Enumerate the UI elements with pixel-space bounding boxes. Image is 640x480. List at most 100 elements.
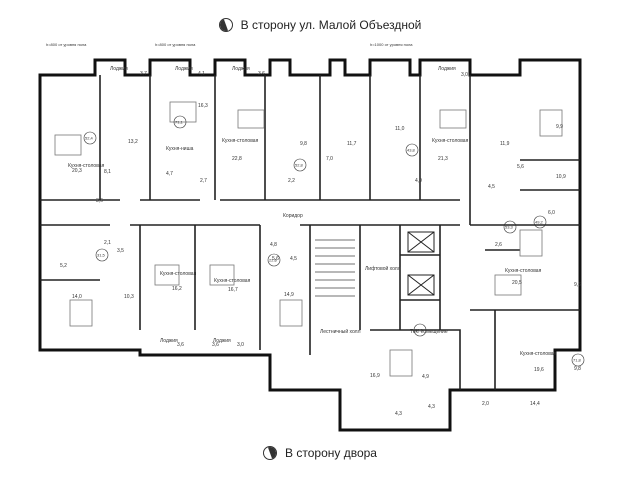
stair-hall-label: Лестничный холл bbox=[320, 328, 361, 335]
area-label: 4,3 bbox=[395, 411, 402, 417]
area-label: 19,6 bbox=[534, 367, 544, 373]
apartment-total-label: 71,8 bbox=[573, 358, 582, 363]
area-label: 9,8 bbox=[574, 366, 581, 372]
direction-bottom-label: В сторону двора bbox=[285, 446, 377, 460]
apartment-total-label: 31,5 bbox=[97, 253, 106, 258]
area-label: 9,9 bbox=[556, 124, 563, 130]
area-label: 16,3 bbox=[198, 103, 208, 109]
direction-top-label: В сторону ул. Малой Объездной bbox=[240, 18, 422, 32]
area-label: 4,8 bbox=[270, 242, 277, 248]
area-label: 16,7 bbox=[228, 287, 238, 293]
lodzhia-label-1: Лоджия bbox=[110, 66, 128, 72]
stair-steps bbox=[315, 239, 355, 297]
apartment-total-badge bbox=[503, 220, 517, 234]
apartment-total-label: 53,3 bbox=[505, 225, 514, 230]
compass-icon bbox=[263, 446, 278, 460]
area-label: 4,9 bbox=[422, 374, 429, 380]
elevation-note-1: h=800 от уровня пола bbox=[46, 42, 87, 47]
area-label: 2,0 bbox=[482, 401, 489, 407]
direction-bottom: В сторону двора bbox=[0, 446, 640, 460]
kitchen-label-5: Кухня-столовая bbox=[214, 278, 251, 284]
area-label: 3,7 bbox=[140, 71, 147, 77]
area-label: 11,9 bbox=[500, 141, 510, 147]
kitchen-label-1: Кухня-столовая bbox=[68, 163, 105, 169]
apartment-total-badge bbox=[571, 353, 585, 367]
area-label: 4,5 bbox=[488, 184, 495, 190]
area-label: 4,1 bbox=[198, 71, 205, 77]
lodzhia-label-3: Лоджия bbox=[232, 66, 250, 72]
area-label: 3,0 bbox=[237, 342, 244, 348]
area-label: 7,0 bbox=[326, 156, 333, 162]
apartment-total-badge bbox=[293, 158, 307, 172]
area-label: 22,8 bbox=[232, 156, 242, 162]
apartment-total-badge bbox=[533, 215, 547, 229]
area-label: 3,0 bbox=[461, 72, 468, 78]
tech-room-label: Тех. помещение bbox=[410, 329, 448, 335]
area-label: 16,2 bbox=[172, 286, 182, 292]
area-label: 21,3 bbox=[438, 156, 448, 162]
kitchen-label-7: Кухня-столовая bbox=[520, 351, 557, 357]
area-label: 5,6 bbox=[517, 164, 524, 170]
area-label: 4,7 bbox=[166, 171, 173, 177]
outer-walls bbox=[38, 58, 582, 432]
apartment-total-label: 49,2 bbox=[535, 220, 544, 225]
apartment-total-label: 71,1 bbox=[175, 120, 184, 125]
area-label: 9,8 bbox=[300, 141, 307, 147]
area-label: 9,6 bbox=[574, 282, 581, 288]
area-label: 3,5 bbox=[117, 248, 124, 254]
direction-top: В сторону ул. Малой Объездной bbox=[0, 18, 640, 32]
apartment-total-label: 61,9 bbox=[415, 328, 424, 333]
area-label: 6,0 bbox=[548, 210, 555, 216]
area-label: 3,6 bbox=[212, 342, 219, 348]
area-label: 4,3 bbox=[428, 404, 435, 410]
apartment-total-badge bbox=[95, 248, 109, 262]
area-label: 20,5 bbox=[512, 280, 522, 286]
apartment-total-label: 43,8 bbox=[407, 148, 416, 153]
area-label: 20,3 bbox=[72, 168, 82, 174]
apartment-totals: 52,4 71,1 52,8 43,8 53,3 22,6 31,5 71,8 61,9 49,2 bbox=[83, 115, 585, 367]
area-label: 14,0 bbox=[72, 294, 82, 300]
furniture bbox=[54, 101, 563, 377]
apartment-total-label: 52,8 bbox=[295, 163, 304, 168]
corridor-label: Коридор bbox=[283, 213, 303, 219]
area-label: 13,2 bbox=[128, 139, 138, 145]
apartment-total-badge bbox=[413, 323, 427, 337]
apartment-total-label: 22,6 bbox=[269, 258, 278, 263]
area-label: 3,6 bbox=[96, 198, 103, 204]
room-names: Лоджия Лоджия Лоджия Лоджия Кухня-столов… bbox=[68, 66, 557, 357]
apartment-total-badge bbox=[83, 131, 97, 145]
area-label: 2,6 bbox=[495, 242, 502, 248]
area-label: 5,2 bbox=[60, 263, 67, 269]
compass-icon bbox=[218, 18, 233, 32]
apartment-total-badge bbox=[405, 143, 419, 157]
kitchen-label-4: Кухня-столовая bbox=[160, 271, 197, 277]
area-label: 14,4 bbox=[530, 401, 540, 407]
kitchen-niche-label: Кухня-ниша bbox=[166, 146, 194, 152]
area-label: 4,9 bbox=[415, 178, 422, 184]
area-label: 2,1 bbox=[104, 240, 111, 246]
area-label: 10,3 bbox=[124, 294, 134, 300]
area-label: 3,6 bbox=[258, 71, 265, 77]
lodzhia-label-4: Лоджия bbox=[438, 66, 456, 72]
kitchen-label-3: Кухня-столовая bbox=[432, 138, 469, 144]
area-label: 5,6 bbox=[272, 256, 279, 262]
lodzhia-label-6: Лоджия bbox=[213, 338, 231, 344]
area-label: 4,5 bbox=[290, 256, 297, 262]
area-label: 8,1 bbox=[104, 169, 111, 175]
apartment-total-badge bbox=[267, 253, 281, 267]
elevation-notes: h=800 от уровня пола h=800 от уровня пол… bbox=[46, 42, 413, 47]
area-label: 11,0 bbox=[395, 126, 405, 132]
lift-shafts bbox=[407, 231, 435, 296]
area-label: 2,2 bbox=[288, 178, 295, 184]
area-label: 14,9 bbox=[284, 292, 294, 298]
elevation-note-3: h=1000 от уровня пола bbox=[370, 42, 413, 47]
area-label: 10,9 bbox=[556, 174, 566, 180]
apartment-total-label: 52,4 bbox=[85, 136, 94, 141]
elevation-note-2: h=800 от уровня пола bbox=[155, 42, 196, 47]
lift-hall-label: Лифтовой холл bbox=[365, 265, 401, 272]
area-label: 11,7 bbox=[347, 141, 357, 147]
kitchen-label-2: Кухня-столовая bbox=[222, 138, 259, 144]
lodzhia-label-5: Лоджия bbox=[160, 338, 178, 344]
